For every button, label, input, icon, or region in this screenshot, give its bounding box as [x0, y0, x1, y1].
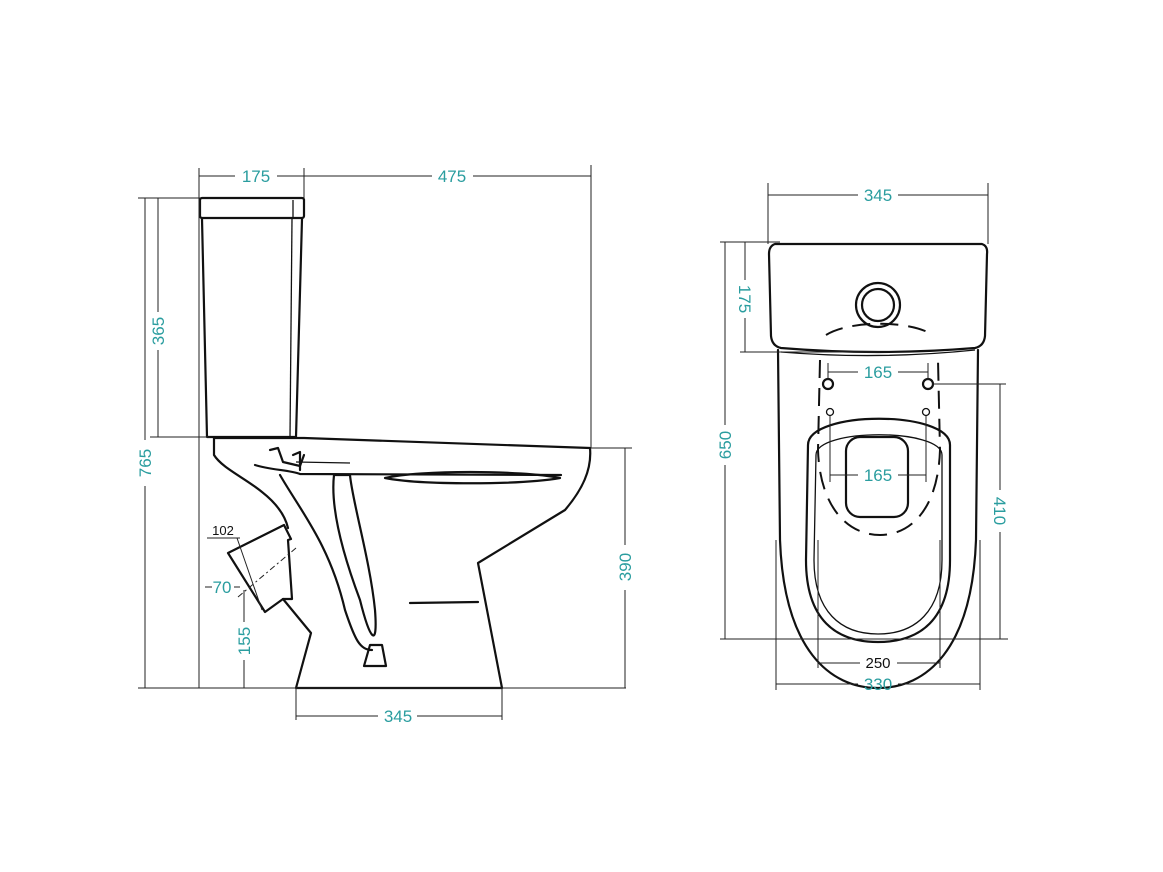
- dim-total-height: 765: [136, 449, 155, 477]
- flush-button: [854, 281, 902, 329]
- dim-outlet-height: 155: [235, 627, 254, 655]
- dim-outlet-diameter: 102: [212, 523, 234, 538]
- dim-outlet-pipe: 70: [213, 578, 232, 597]
- dim-tank-height: 365: [149, 317, 168, 345]
- dim-tank-width: 345: [864, 186, 892, 205]
- dim-seat-width: 250: [865, 655, 890, 672]
- bowl-top: [776, 322, 980, 690]
- dim-base-width: 345: [384, 707, 412, 726]
- cistern-top: [767, 242, 989, 357]
- top-dimension-lines: [720, 183, 1008, 690]
- dim-total-length: 650: [716, 431, 735, 459]
- dim-tank-depth: 175: [242, 167, 270, 186]
- bowl-side: [212, 436, 592, 690]
- dim-hinge-spacing-top: 165: [864, 363, 892, 382]
- dim-hinge-spacing-inner: 165: [864, 466, 892, 485]
- cistern-side: [198, 196, 306, 439]
- dim-total-depth: 475: [438, 167, 466, 186]
- dim-seat-height: 390: [616, 553, 635, 581]
- side-dimension-lines: [138, 165, 632, 720]
- dim-bowl-width: 330: [864, 675, 892, 694]
- top-view: 345 175 650 165 165 410 250 330: [716, 183, 1009, 694]
- dim-bowl-length: 410: [990, 497, 1009, 525]
- seat-hinges: [821, 377, 935, 417]
- side-view: 175 475 765 365 390 345 102 70 155: [136, 165, 635, 726]
- outlet-pipe: [226, 523, 294, 614]
- dim-tank-depth-top: 175: [735, 285, 754, 313]
